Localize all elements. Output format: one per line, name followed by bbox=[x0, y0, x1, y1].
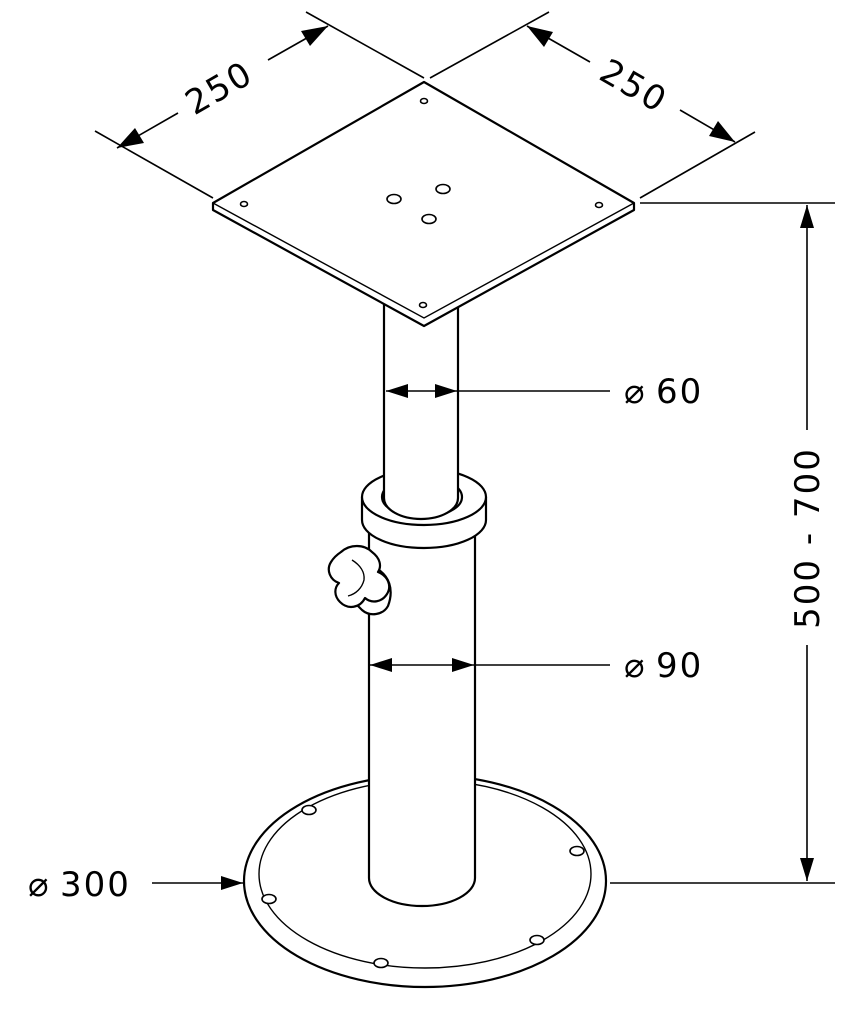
clamp-knob bbox=[327, 544, 392, 616]
label-inner-diameter: 60 bbox=[656, 372, 703, 412]
outer-tube bbox=[367, 528, 477, 908]
dimension-inner-diameter: ⌀ 60 bbox=[386, 372, 703, 412]
label-plate-width: 250 bbox=[179, 53, 260, 123]
dimension-base-diameter: ⌀ 300 bbox=[28, 865, 243, 905]
dimension-outer-diameter: ⌀ 90 bbox=[370, 646, 703, 686]
plate-hole bbox=[594, 201, 604, 209]
base-hole bbox=[569, 845, 585, 857]
label-outer-diameter: 90 bbox=[656, 646, 703, 686]
diameter-symbol: ⌀ bbox=[624, 372, 646, 412]
base-hole bbox=[529, 934, 545, 946]
base-hole bbox=[301, 804, 317, 816]
base-hole bbox=[261, 893, 277, 905]
plate-hole bbox=[418, 301, 428, 309]
plate-hole bbox=[239, 200, 249, 208]
diameter-symbol: ⌀ bbox=[624, 646, 646, 686]
diameter-symbol: ⌀ bbox=[28, 865, 50, 905]
top-plate bbox=[211, 80, 636, 328]
label-height-range: 500 - 700 bbox=[788, 447, 828, 629]
label-plate-depth: 250 bbox=[593, 51, 674, 121]
label-base-diameter: 300 bbox=[60, 865, 131, 905]
plate-hole bbox=[421, 213, 437, 225]
base-hole bbox=[373, 957, 389, 969]
dimension-height: 500 - 700 bbox=[610, 202, 835, 884]
plate-hole bbox=[386, 193, 402, 205]
plate-hole bbox=[435, 183, 451, 195]
inner-tube bbox=[382, 298, 460, 521]
plate-hole bbox=[419, 97, 429, 105]
